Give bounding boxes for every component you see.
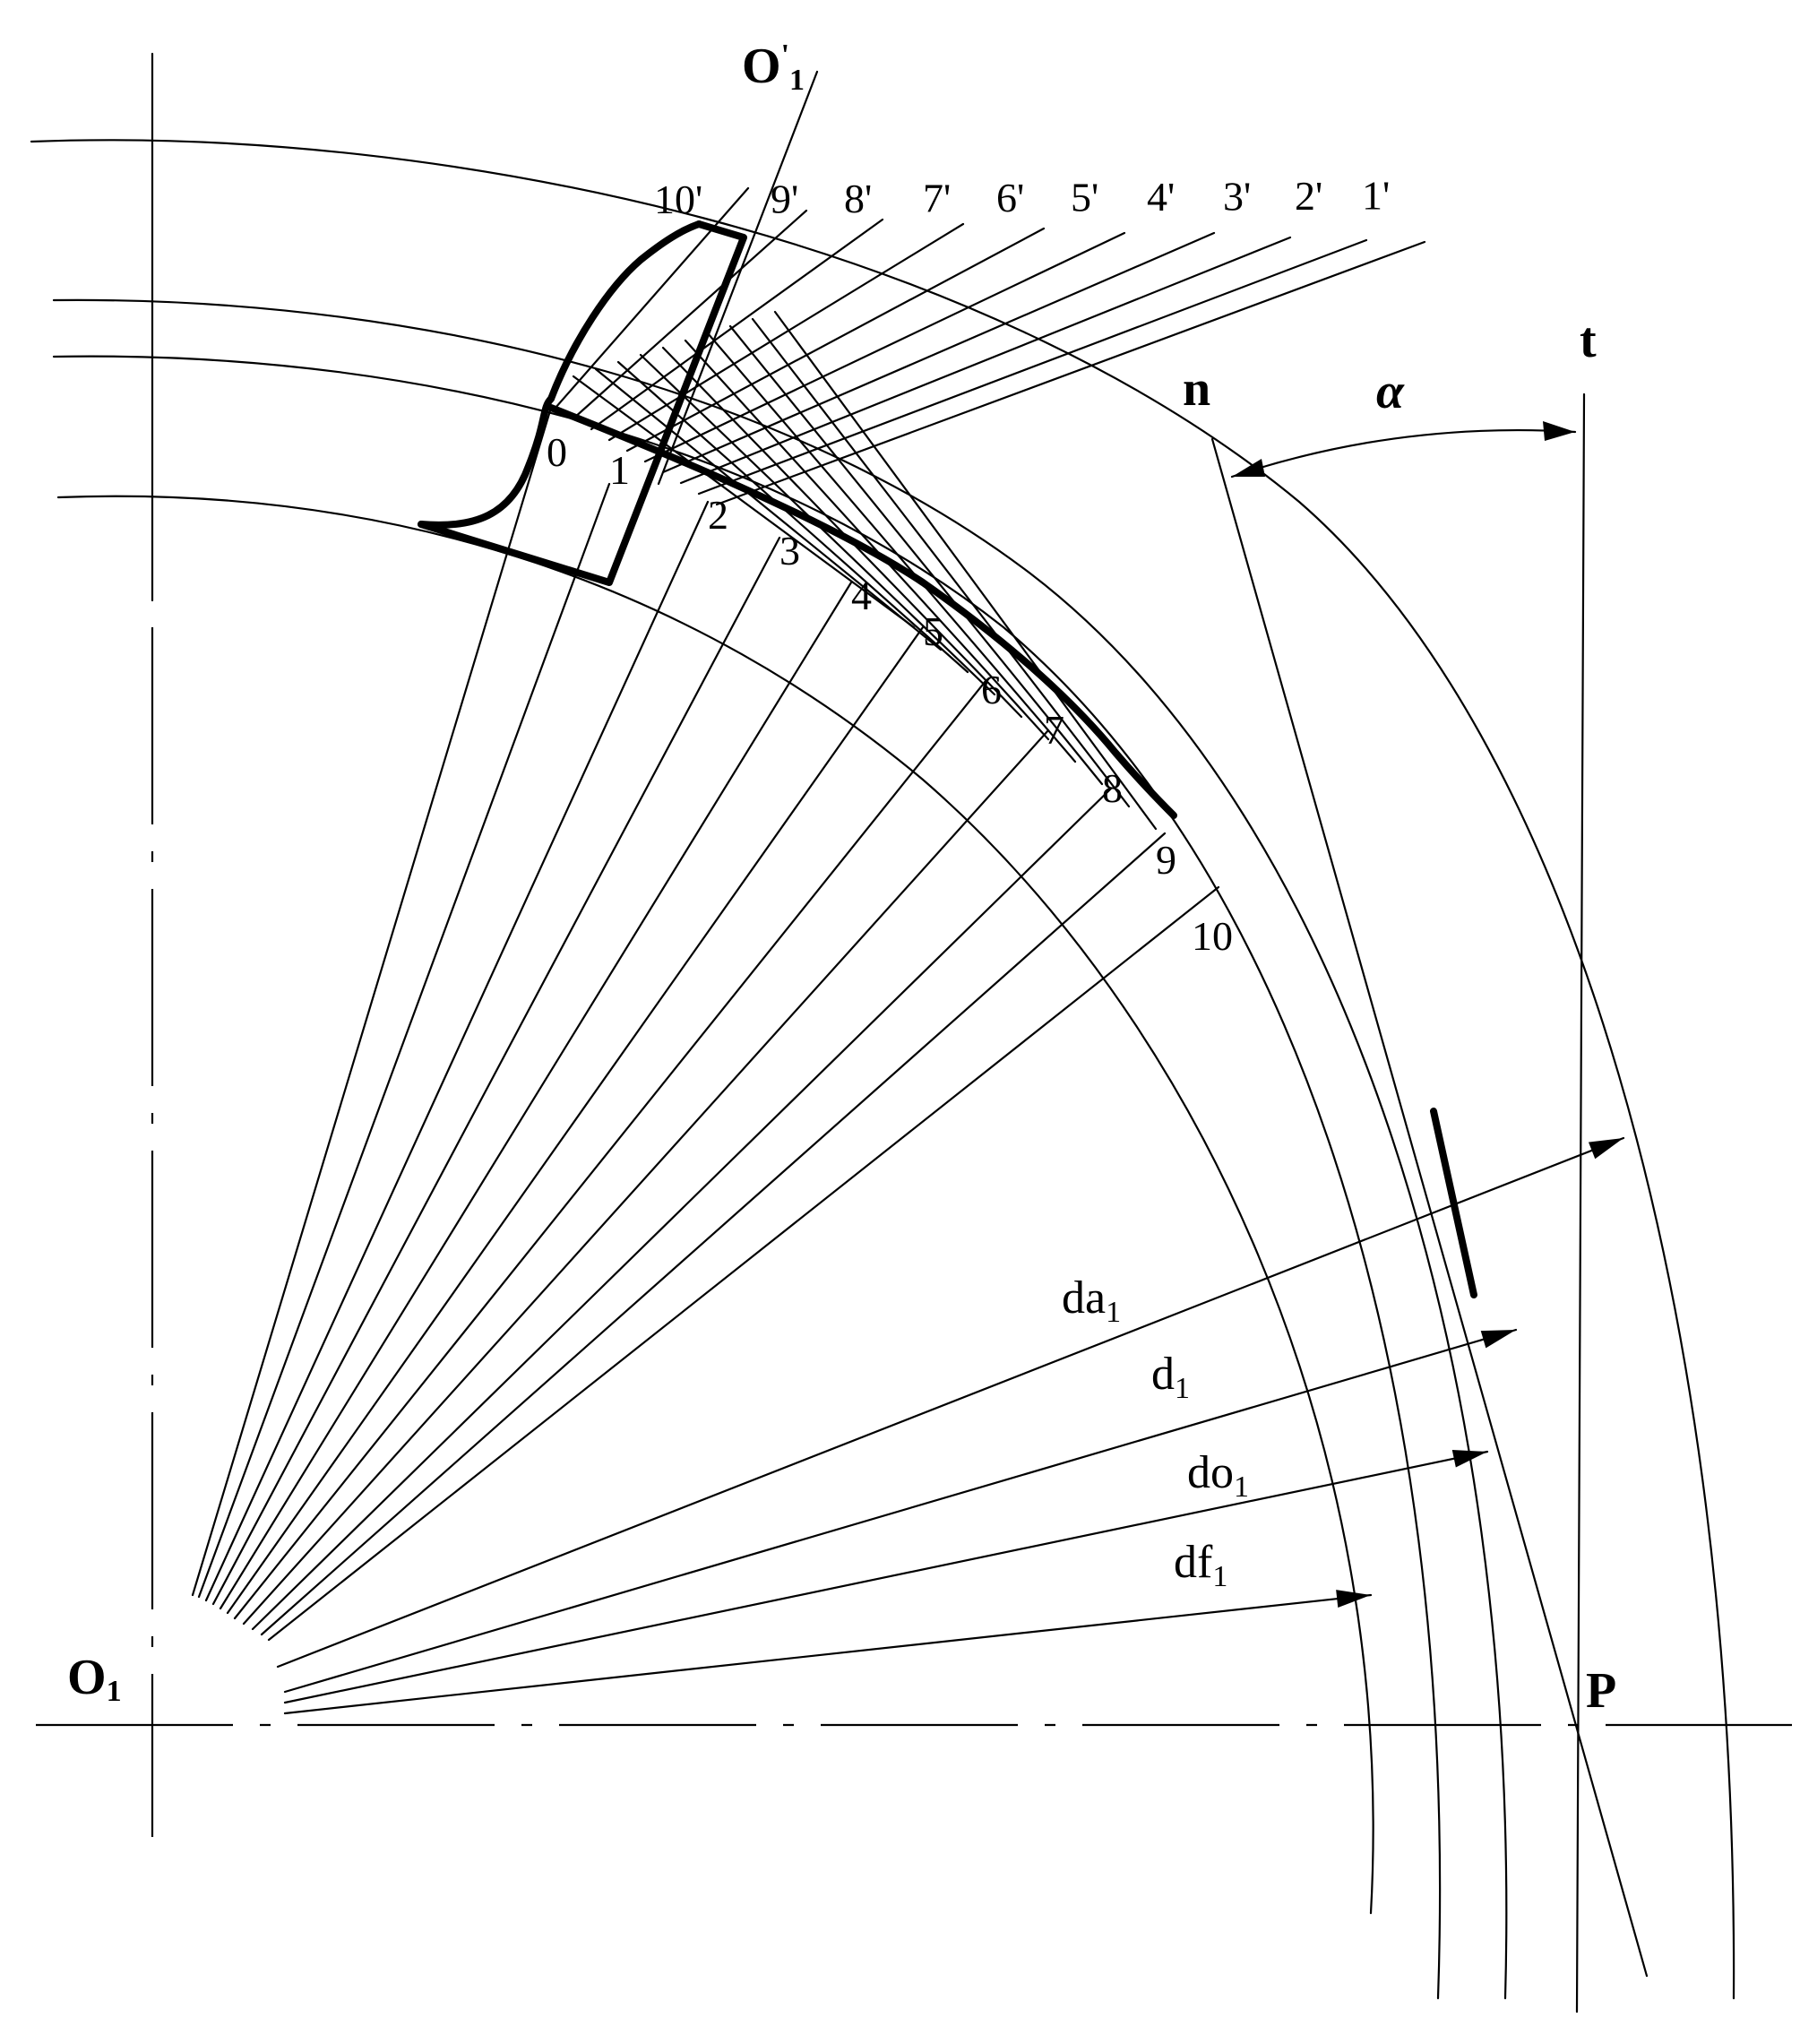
radial-ray [204, 500, 710, 1602]
cross-envelope-line [594, 367, 943, 651]
ray-number-label: 8 [1102, 765, 1123, 811]
root-circle-df1 [56, 495, 1374, 1915]
cross-envelope-line [773, 310, 1158, 831]
alpha-label: α [1376, 364, 1405, 419]
reference-circle-do1 [52, 355, 1442, 2000]
radial-ray [267, 885, 1220, 1642]
prime-number-label: 7' [923, 176, 951, 221]
cross-envelope-line [572, 375, 916, 629]
prime-number-labels: 10' 9' 8' 7' 6' 5' 4' 3' 2' 1' [654, 173, 1390, 223]
diameter-leader-line [283, 1450, 1489, 1704]
cross-envelope-line [706, 332, 1077, 763]
radial-ray [219, 581, 853, 1610]
diameter-label: d1 [1151, 1349, 1190, 1405]
radial-ray [226, 625, 925, 1615]
cross-envelope-line [728, 324, 1104, 786]
diameter-leader-line [283, 1593, 1373, 1715]
envelope-line [679, 236, 1292, 485]
ray-number-label: 1 [609, 447, 630, 493]
tooth-tip-profile [547, 220, 702, 402]
ray-number-label: 10 [1192, 913, 1233, 959]
tangent-line-t [1575, 392, 1586, 2014]
diameter-leader-line [283, 1328, 1518, 1694]
cross-envelope-line [616, 360, 969, 674]
diameter-label: df1 [1174, 1537, 1227, 1593]
diameter-label: do1 [1187, 1447, 1249, 1504]
envelope-line [590, 218, 884, 431]
pitch-point-label: P [1586, 1663, 1616, 1719]
involute-flank-profile [547, 404, 1177, 819]
alpha-arrow-left [1232, 459, 1265, 477]
ray-number-label: 3 [779, 528, 800, 574]
cross-envelope-line [684, 339, 1050, 741]
alpha-arc [1230, 428, 1577, 479]
diameter-leader-group [276, 1136, 1625, 1715]
envelope-line [572, 209, 808, 420]
prime-number-label: 3' [1223, 174, 1251, 220]
radial-ray [211, 536, 781, 1606]
t-label: t [1580, 313, 1597, 368]
ray-number-label: 2 [708, 492, 728, 538]
ray-number-label: 6 [981, 667, 1002, 712]
radial-ray [191, 406, 553, 1597]
ray-number-label: 4 [851, 573, 872, 618]
prime-number-label: 10' [654, 177, 702, 222]
ray-number-label: 5 [923, 608, 943, 654]
diameter-leader-line [276, 1136, 1625, 1669]
normal-line-n [1210, 437, 1649, 1978]
envelope-line [661, 231, 1216, 474]
envelope-line [715, 240, 1426, 506]
prime-number-label: 4' [1147, 174, 1175, 220]
prime-number-label: 6' [996, 175, 1024, 220]
o1prime-axis-line [657, 70, 819, 486]
action-line-segment [1430, 1108, 1477, 1298]
o1prime-label: O'1 [742, 39, 805, 97]
prime-number-label: 1' [1362, 173, 1390, 219]
ray-number-label: 7 [1044, 707, 1064, 753]
diameter-labels: da1 d1 do1 df1 [1062, 1272, 1249, 1593]
diameter-label: da1 [1062, 1272, 1121, 1329]
envelope-line [625, 227, 1046, 453]
envelope-line [554, 186, 750, 410]
n-label: n [1183, 361, 1210, 417]
tooth-root-fillet [418, 395, 555, 529]
diameter-arrowhead [1480, 1330, 1516, 1349]
radial-ray [197, 482, 611, 1599]
prime-number-label: 5' [1071, 175, 1098, 220]
alpha-arrow-right [1543, 421, 1575, 441]
prime-number-label: 8' [844, 176, 872, 221]
diameter-arrowhead [1336, 1590, 1371, 1608]
radial-ray [260, 832, 1167, 1636]
diameter-arrowhead [1588, 1138, 1623, 1160]
cross-envelope-line [751, 317, 1131, 808]
radial-ray [233, 679, 987, 1620]
ray-number-label: 0 [547, 429, 567, 475]
prime-number-label: 2' [1295, 173, 1322, 219]
envelope-line [697, 238, 1368, 496]
envelope-line [607, 222, 965, 442]
ray-number-label: 9 [1156, 837, 1176, 883]
radial-ray [242, 729, 1050, 1626]
diameter-arrowhead [1451, 1449, 1487, 1468]
radial-ray [251, 787, 1113, 1631]
addendum-circle-da1 [30, 139, 1735, 2000]
envelope-line-group [554, 186, 1426, 831]
envelope-line [643, 231, 1126, 463]
tool-profile-outline [418, 220, 747, 586]
ray-group [191, 406, 1220, 1642]
o1-label: O1 [67, 1650, 122, 1708]
prime-number-label: 9' [771, 177, 798, 222]
